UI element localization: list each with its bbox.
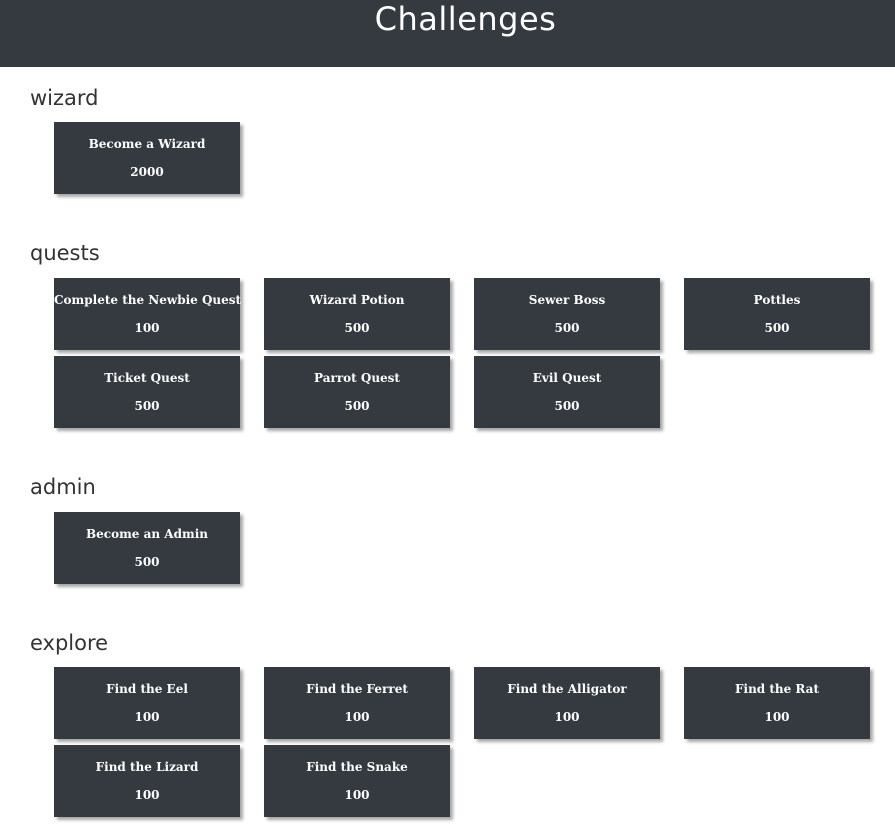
challenge-name: Find the Lizard [95,760,199,774]
challenge-card[interactable]: Become a Wizard 2000 [54,122,240,194]
challenge-card[interactable]: Find the Rat 100 [684,667,870,739]
challenge-name: Become an Admin [86,527,208,541]
challenge-value: 500 [134,555,160,569]
challenge-card[interactable]: Find the Eel 100 [54,667,240,739]
challenge-name: Find the Alligator [507,682,627,696]
challenge-card[interactable]: Complete the Newbie Quest 100 [54,278,242,350]
challenge-card[interactable]: Become an Admin 500 [54,512,240,584]
challenge-card[interactable]: Sewer Boss 500 [474,278,660,350]
challenge-value: 100 [134,710,160,724]
challenges-board: wizard Become a Wizard 2000 quests Compl… [0,67,895,833]
challenge-grid: Become a Wizard 2000 [54,122,870,194]
challenge-card[interactable]: Find the Alligator 100 [474,667,660,739]
challenge-name: Find the Eel [106,682,188,696]
category-title: explore [30,631,109,655]
challenge-value: 100 [134,788,160,802]
challenge-card[interactable]: Evil Quest 500 [474,356,660,428]
challenge-name: Pottles [753,293,801,307]
challenge-value: 500 [344,321,370,335]
challenge-value: 500 [764,321,790,335]
challenge-value: 100 [344,788,370,802]
challenge-value: 100 [554,710,580,724]
challenge-grid: Find the Eel 100 Find the Ferret 100 Fin… [54,667,870,817]
challenge-card[interactable]: Parrot Quest 500 [264,356,450,428]
page-title: Challenges [374,0,557,38]
page-header: Challenges [0,0,895,67]
category-title: wizard [30,86,99,110]
challenge-card[interactable]: Find the Lizard 100 [54,745,240,817]
challenge-value: 100 [134,321,160,335]
challenge-value: 500 [134,399,160,413]
challenge-grid: Complete the Newbie Quest 100 Wizard Pot… [54,278,870,428]
challenge-value: 100 [344,710,370,724]
challenge-name: Become a Wizard [88,137,206,151]
challenge-name: Wizard Potion [309,293,405,307]
challenge-name: Evil Quest [532,371,602,385]
challenge-name: Ticket Quest [104,371,190,385]
challenge-card[interactable]: Find the Ferret 100 [264,667,450,739]
challenge-name: Find the Rat [734,682,820,696]
challenge-value: 500 [344,399,370,413]
challenge-value: 500 [554,399,580,413]
challenge-card[interactable]: Ticket Quest 500 [54,356,240,428]
category-title: admin [30,475,96,499]
challenge-card[interactable]: Find the Snake 100 [264,745,450,817]
challenge-name: Find the Ferret [306,682,408,696]
challenge-value: 2000 [130,165,164,179]
challenge-card[interactable]: Wizard Potion 500 [264,278,450,350]
challenge-name: Find the Snake [306,760,408,774]
challenge-value: 500 [554,321,580,335]
challenge-name: Sewer Boss [528,293,606,307]
challenge-name: Complete the Newbie Quest [54,293,242,307]
challenge-card[interactable]: Pottles 500 [684,278,870,350]
category-title: quests [30,241,100,265]
challenge-grid: Become an Admin 500 [54,512,870,584]
challenge-value: 100 [764,710,790,724]
challenge-name: Parrot Quest [314,371,400,385]
